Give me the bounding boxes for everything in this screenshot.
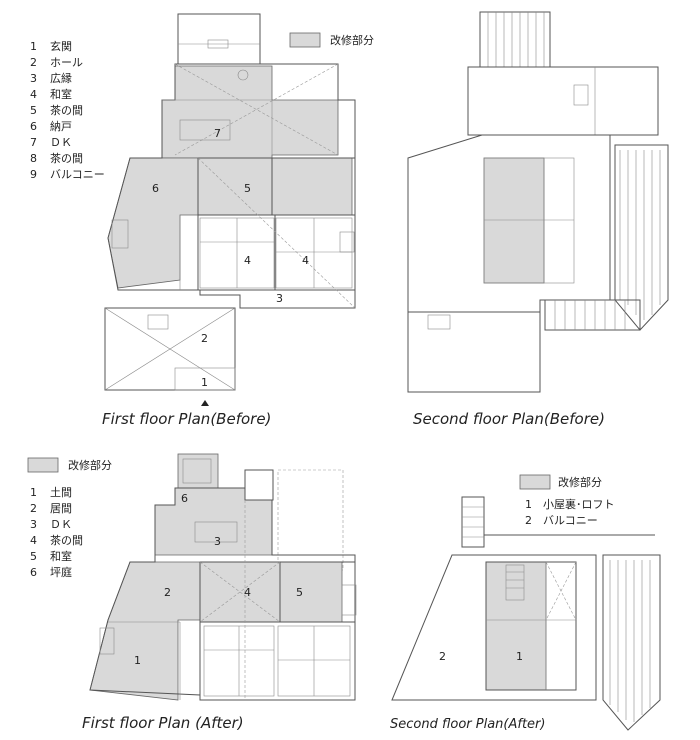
- room-number: 1: [516, 650, 523, 663]
- room-number: 6: [181, 492, 188, 505]
- legend-num: 2: [30, 56, 37, 69]
- room-number: 2: [201, 332, 208, 345]
- legend-num: 6: [30, 566, 37, 579]
- roof-hatch-after-right: [602, 554, 661, 731]
- room-number: 2: [439, 650, 446, 663]
- room-number: 4: [244, 586, 251, 599]
- legend-num: 4: [30, 534, 37, 547]
- legend-num: 2: [525, 514, 532, 527]
- first-floor-after-plan: 改修部分 1 土間 2 居間 3 ＤＫ 4 茶の間 5 和室 6 坪庭: [27, 453, 357, 732]
- legend-num: 9: [30, 168, 37, 181]
- roof-hatch-top: [479, 11, 551, 68]
- legend-text: ＤＫ: [50, 518, 72, 531]
- legend-text: 納戸: [50, 120, 72, 133]
- caption-first-after: First floor Plan (After): [82, 714, 244, 732]
- legend-swatch-1: [289, 32, 321, 48]
- legend-label-1: 改修部分: [330, 33, 374, 47]
- caption-second-before: Second floor Plan(Before): [413, 410, 605, 428]
- room-number: 5: [296, 586, 303, 599]
- renovated-area-washitsu: [279, 561, 343, 623]
- caption-second-after: Second floor Plan(After): [390, 717, 545, 732]
- legend-num: 8: [30, 152, 37, 165]
- legend-num: 5: [30, 550, 37, 563]
- renovated-area-second-before: [483, 157, 545, 284]
- roof-hatch-right: [614, 144, 669, 331]
- legend-text: バルコニー: [50, 168, 105, 181]
- legend-text: 土間: [50, 486, 72, 499]
- legend-swatch-2: [27, 457, 59, 473]
- room-number: 2: [164, 586, 171, 599]
- legend-num: 7: [30, 136, 37, 149]
- entry-block: [104, 307, 236, 391]
- legend-text: 茶の間: [50, 152, 83, 165]
- legend-num: 2: [30, 502, 37, 515]
- second-before-upper: [467, 66, 659, 136]
- legend-num: 1: [525, 498, 532, 511]
- legend-text: 居間: [50, 502, 72, 515]
- legend-num: 5: [30, 104, 37, 117]
- renovated-area-room5: [197, 157, 273, 216]
- legend-swatch-3: [519, 474, 551, 490]
- balcony-outline: [177, 13, 261, 65]
- bath-area: [177, 453, 219, 489]
- room-number: 3: [214, 535, 221, 548]
- room-number: 3: [276, 292, 283, 305]
- legend-label-2: 改修部分: [68, 458, 112, 472]
- legend-text: ホール: [50, 56, 83, 69]
- room-number: 4: [302, 254, 309, 267]
- legend-text: 茶の間: [50, 104, 83, 117]
- room-number: 5: [244, 182, 251, 195]
- first-floor-before-plan: 改修部分 1 玄関 2 ホール 3 広縁 4 和室 5 茶の間 6 納戸 7 Ｄ…: [30, 13, 374, 428]
- legend-num: 4: [30, 88, 37, 101]
- roof-hatch-bottom: [544, 299, 641, 331]
- renovated-area-loft: [485, 561, 547, 691]
- legend-list-first-before: 1 玄関 2 ホール 3 広縁 4 和室 5 茶の間 6 納戸 7 ＤＫ 8 茶…: [30, 39, 105, 181]
- room-number: 7: [214, 127, 221, 140]
- legend-text: ＤＫ: [50, 136, 72, 149]
- second-before-lower: [407, 311, 541, 393]
- caption-first-before: First floor Plan(Before): [102, 410, 271, 428]
- second-floor-after-plan: 改修部分 1 小屋裏･ロフト 2 バルコニー: [390, 474, 661, 732]
- room-number: 6: [152, 182, 159, 195]
- legend-num: 1: [30, 486, 37, 499]
- entry-arrow-icon: [201, 400, 209, 406]
- room-number: 1: [134, 654, 141, 667]
- legend-text: 和室: [50, 549, 72, 563]
- legend-text: 坪庭: [50, 565, 72, 579]
- roof-hatch-after-top: [461, 496, 485, 548]
- second-after-outline: [391, 554, 597, 701]
- legend-list-second-after: 1 小屋裏･ロフト 2 バルコニー: [525, 497, 615, 527]
- tatami-grid-after: [203, 625, 351, 697]
- legend-num: 3: [30, 518, 37, 531]
- legend-text: 和室: [50, 87, 72, 101]
- tatami-grid-before: [199, 217, 353, 289]
- legend-num: 3: [30, 72, 37, 85]
- renovated-area-room6: [107, 157, 201, 289]
- legend-text: 玄関: [50, 39, 72, 53]
- legend-list-first-after: 1 土間 2 居間 3 ＤＫ 4 茶の間 5 和室 6 坪庭: [30, 486, 83, 579]
- legend-num: 6: [30, 120, 37, 133]
- room-number: 4: [244, 254, 251, 267]
- legend-text: バルコニー: [543, 514, 598, 527]
- first-before-outline: [107, 63, 356, 309]
- renovated-area-living: [89, 561, 201, 701]
- legend-num: 1: [30, 40, 37, 53]
- legend-text: 茶の間: [50, 534, 83, 547]
- room-number: 1: [201, 376, 208, 389]
- loft-ladder: [505, 564, 525, 601]
- legend-text: 広縁: [50, 71, 72, 85]
- second-floor-before-plan: Second floor Plan(Before): [407, 11, 669, 428]
- legend-text: 小屋裏･ロフト: [543, 497, 615, 511]
- renovated-area-room8: [271, 157, 353, 216]
- legend-label-3: 改修部分: [558, 475, 602, 489]
